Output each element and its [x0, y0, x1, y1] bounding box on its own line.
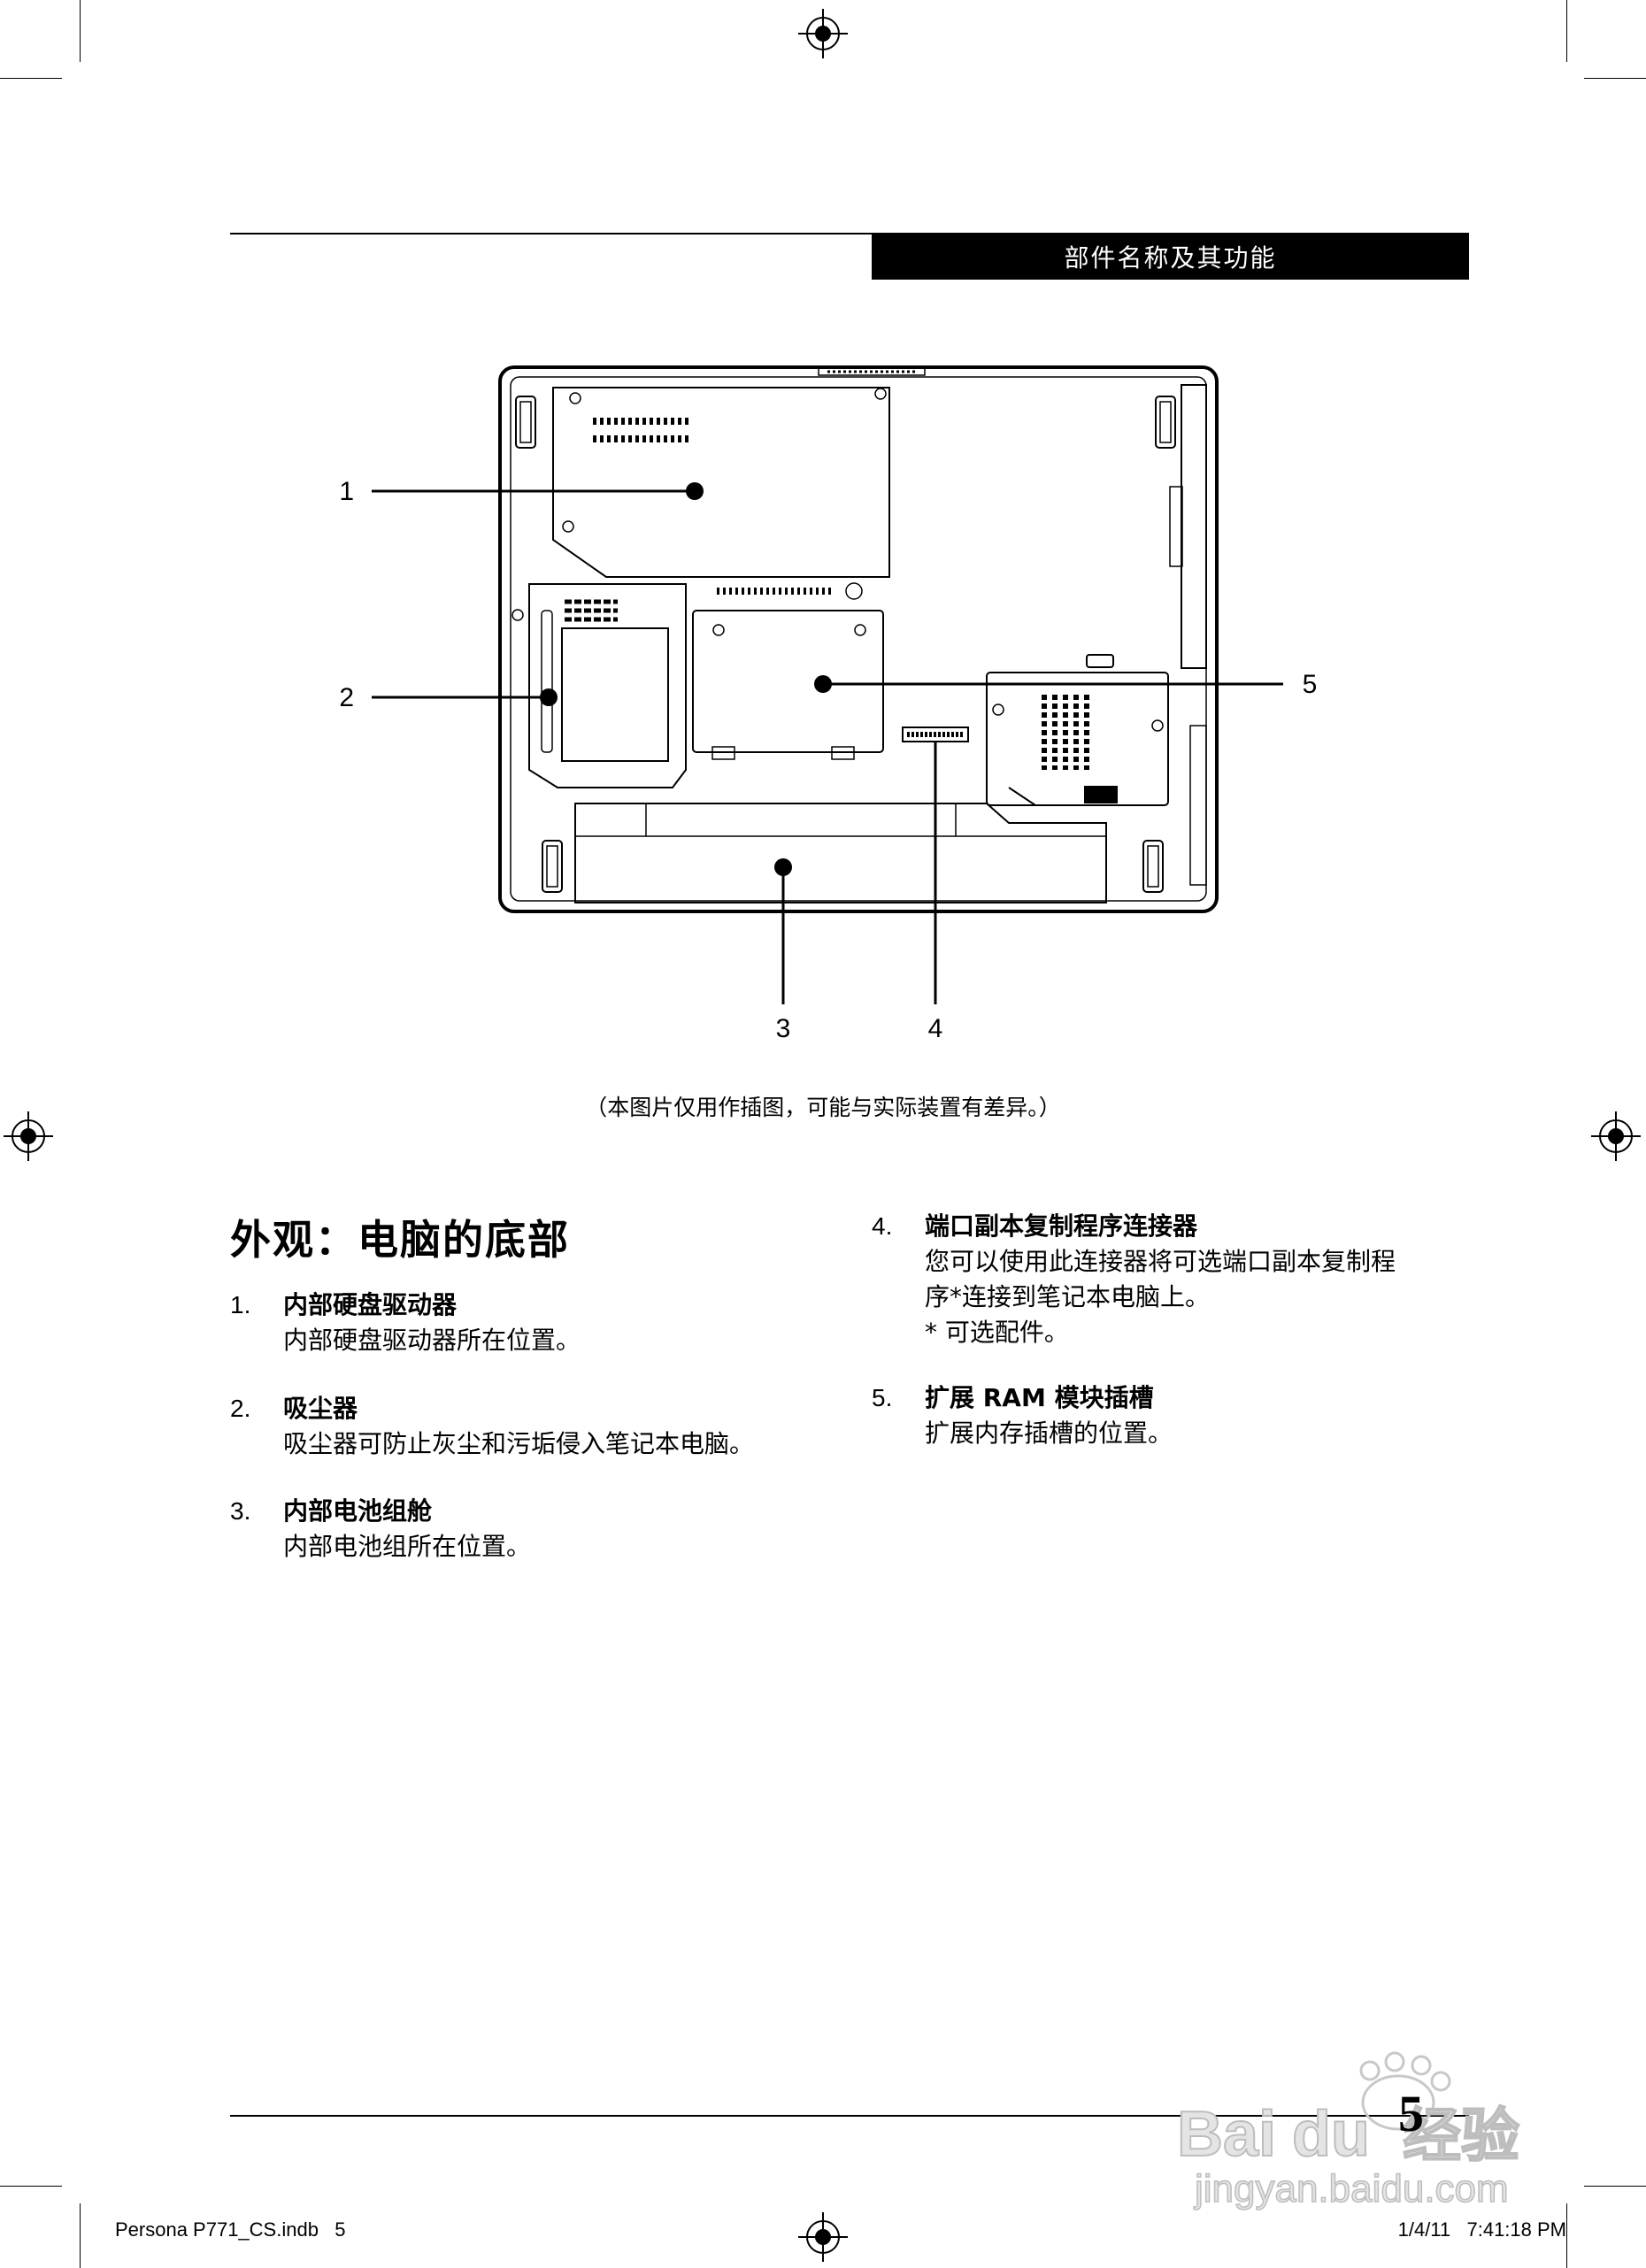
header-rule: [230, 233, 1469, 234]
figure-caption: （本图片仅用作插图，可能与实际装置有差异。）: [585, 1095, 1061, 1120]
item-description: 吸尘器可防止灰尘和污垢侵入笔记本电脑。: [283, 1429, 755, 1458]
item-footnote: * 可选配件。: [925, 1318, 1069, 1347]
registration-mark-icon: [1591, 1111, 1641, 1161]
crop-mark: [0, 2186, 62, 2187]
crop-mark: [80, 2203, 81, 2268]
crop-mark: [80, 0, 81, 62]
callout-label: 2: [339, 683, 354, 712]
crop-mark: [1584, 78, 1646, 79]
registration-mark-icon: [4, 1111, 53, 1161]
item-description: 序*连接到笔记本电脑上。: [925, 1282, 1211, 1311]
callout-label: 1: [339, 477, 354, 506]
item-description: 内部硬盘驱动器所在位置。: [283, 1326, 581, 1355]
item-number: 3.: [230, 1497, 251, 1525]
crop-mark: [0, 78, 62, 79]
crop-mark: [1566, 0, 1567, 62]
registration-mark-icon: [798, 2212, 848, 2262]
page-number: 5: [1398, 2085, 1424, 2142]
item-description: 内部电池组所在位置。: [283, 1532, 532, 1561]
list-item: 3. 内部电池组舱 内部电池组所在位置。: [230, 1494, 850, 1565]
crop-mark: [1566, 2203, 1567, 2268]
laptop-bottom-diagram: 1 2 3 4 5: [336, 345, 1363, 1053]
item-number: 1.: [230, 1291, 251, 1319]
crop-mark: [1584, 2186, 1646, 2187]
item-number: 2.: [230, 1395, 251, 1422]
item-title: 内部硬盘驱动器: [283, 1290, 458, 1319]
svg-text:Bai: Bai: [1177, 2099, 1276, 2170]
callout-label: 5: [1303, 670, 1318, 699]
section-header-label: 部件名称及其功能: [872, 234, 1469, 280]
item-description: 您可以使用此连接器将可选端口副本复制程: [925, 1247, 1396, 1276]
item-number: 5.: [872, 1384, 893, 1411]
list-item: 5. 扩展 RAM 模块插槽 扩展内存插槽的位置。: [872, 1380, 1491, 1451]
item-number: 4.: [872, 1212, 893, 1240]
item-title: 吸尘器: [283, 1394, 358, 1423]
print-slug-filename: Persona P771_CS.indb 5: [115, 2218, 346, 2241]
item-title: 内部电池组舱: [283, 1496, 433, 1526]
list-item: 4. 端口副本复制程序连接器 您可以使用此连接器将可选端口副本复制程 序*连接到…: [872, 1209, 1491, 1350]
item-description: 扩展内存插槽的位置。: [925, 1418, 1173, 1448]
list-item: 1. 内部硬盘驱动器 内部硬盘驱动器所在位置。: [230, 1288, 850, 1358]
svg-text:jingyan.baidu.com: jingyan.baidu.com: [1193, 2167, 1509, 2210]
item-title: 端口副本复制程序连接器: [925, 1211, 1198, 1241]
list-item: 2. 吸尘器 吸尘器可防止灰尘和污垢侵入笔记本电脑。: [230, 1391, 850, 1462]
callout-label: 3: [776, 1014, 791, 1043]
svg-text:du: du: [1292, 2099, 1370, 2170]
item-title: 扩展 RAM 模块插槽: [925, 1383, 1154, 1412]
section-title: 外观：电脑的底部: [230, 1216, 570, 1264]
callout-label: 4: [928, 1014, 943, 1043]
baidu-watermark-logo: Bai du 经验 jingyan.baidu.com: [1176, 2051, 1566, 2211]
registration-mark-icon: [798, 9, 848, 58]
footer-rule: [230, 2115, 1469, 2117]
svg-text:经验: 经验: [1403, 2102, 1519, 2170]
print-slug-timestamp: 1/4/11 7:41:18 PM: [1397, 2218, 1566, 2241]
